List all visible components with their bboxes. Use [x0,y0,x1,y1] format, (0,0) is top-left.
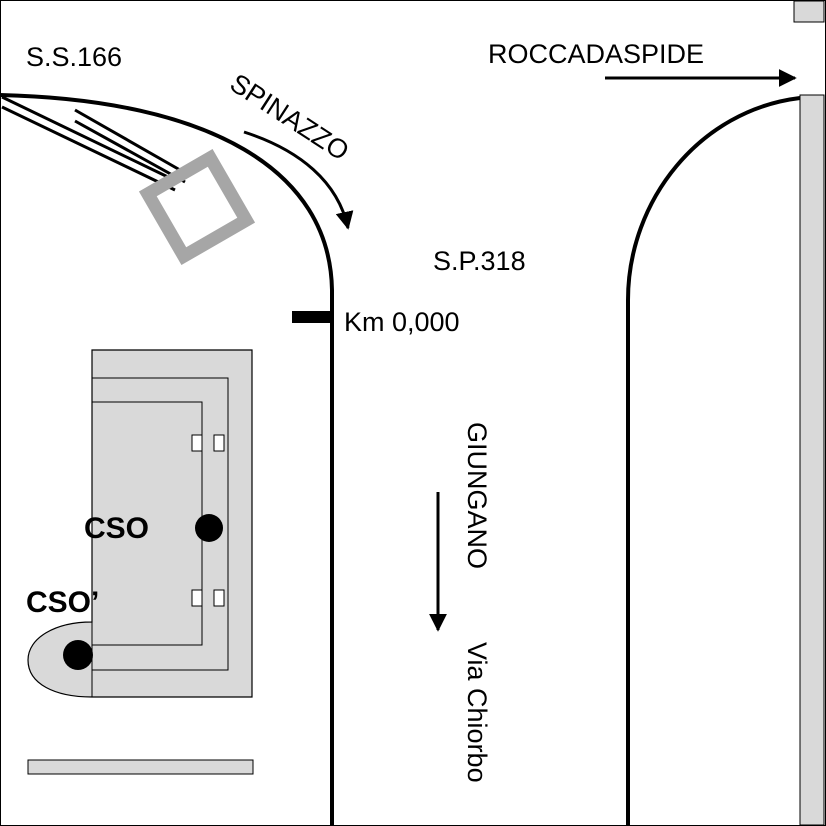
bottom-strip [27,759,254,775]
ss166-branch-lines [1,95,186,192]
marker-box-2 [213,434,225,452]
cso-prime-station-dot [63,640,93,670]
km-marker-tick [292,311,332,323]
spinazzo-arrow [243,130,354,230]
marker-box-3 [191,589,203,607]
square-marker [138,148,256,266]
station-building [27,349,253,698]
road-left-edge [0,93,334,826]
label-roccadaspide: ROCCADASPIDE [488,39,704,69]
label-km: Km 0,000 [344,307,460,337]
top-right-corner-block [793,0,825,23]
label-cso: CSO [84,512,149,545]
cso-station-dot [195,514,223,542]
right-border-strip [799,94,825,826]
label-via-chiorbo: Via Chiorbo [462,642,492,783]
label-sp318: S.P.318 [433,246,526,276]
marker-box-1 [191,434,203,452]
label-cso-prime: CSO’ [26,586,99,619]
marker-box-4 [213,589,225,607]
label-giungano: GIUNGANO [462,422,492,569]
label-ss166: S.S.166 [26,42,122,72]
road-right-edge [626,96,801,826]
